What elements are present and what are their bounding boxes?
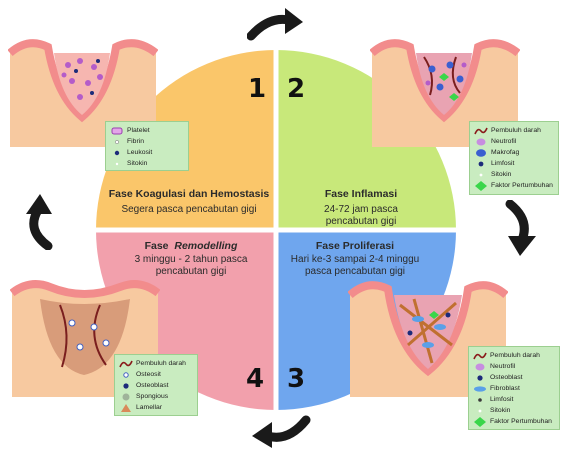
legend-label: Fibroblast	[490, 385, 520, 392]
legend-label: Leukosit	[127, 149, 152, 156]
legend-label: Sitokin	[127, 160, 147, 167]
legend-item: Pembuluh darah	[119, 358, 193, 369]
arrow-top-right-icon	[247, 6, 307, 46]
phase-1-number: 1	[248, 74, 266, 104]
legend-item: Pembuluh darah	[474, 125, 554, 136]
macrophage-icon	[474, 148, 488, 158]
legend-item: Sitokin	[473, 405, 555, 416]
phase-3-number: 3	[287, 364, 305, 394]
legend-label: Limfosit	[490, 396, 513, 403]
legend-label: Spongious	[136, 393, 168, 400]
legend-label: Osteosit	[136, 371, 161, 378]
arrow-left-up-icon	[22, 190, 62, 250]
phase-4-subtitle: 3 minggu - 2 tahun pasca pencabutan gigi	[126, 254, 256, 277]
cytokine-icon	[473, 406, 487, 416]
legend-label: Makrofag	[491, 149, 519, 156]
platelet-icon	[110, 126, 124, 136]
legend-label: Faktor Pertumbuhan	[491, 182, 553, 189]
spongious-icon	[119, 392, 133, 402]
legend-label: Platelet	[127, 127, 150, 134]
phase-4-title-italic: Remodelling	[174, 240, 237, 252]
arrow-bottom-left-icon	[248, 412, 312, 452]
legend-item: Osteosit	[119, 369, 193, 380]
legend-item: Sitokin	[474, 169, 554, 180]
legend-phase-2: Pembuluh darah Neutrofil Makrofag Limfos…	[469, 121, 559, 195]
lymphocyte-icon	[474, 159, 488, 169]
legend-item: Osteoblast	[119, 380, 193, 391]
legend-item: Faktor Pertumbuhan	[474, 180, 554, 191]
osteoblast-icon	[473, 373, 487, 383]
legend-item: Sitokin	[110, 158, 184, 169]
phase-4-title-prefix: Fase	[145, 240, 169, 252]
phase-4-text: Fase Remodelling 3 minggu - 2 tahun pasc…	[112, 240, 270, 277]
phase-1-text: Fase Koagulasi dan Hemostasis Segera pas…	[104, 188, 274, 216]
osteoblast-icon	[119, 381, 133, 391]
fibrin-icon	[110, 137, 124, 147]
legend-label: Pembuluh darah	[491, 127, 541, 134]
cytokine-icon	[474, 170, 488, 180]
phase-2-title: Fase Inflamasi	[286, 188, 436, 200]
lymphocyte-icon	[473, 395, 487, 405]
phase-1-title: Fase Koagulasi dan Hemostasis	[104, 188, 274, 200]
legend-item: Platelet	[110, 125, 184, 136]
phase-1-subtitle: Segera pasca pencabutan gigi	[104, 204, 274, 216]
growth-factor-icon	[474, 181, 488, 191]
legend-item: Neutrofil	[474, 136, 554, 147]
blood-vessel-icon	[119, 359, 133, 369]
neutrophil-icon	[474, 137, 488, 147]
legend-item: Pembuluh darah	[473, 350, 555, 361]
legend-item: Limfosit	[474, 158, 554, 169]
legend-label: Osteoblast	[490, 374, 523, 381]
neutrophil-icon	[473, 362, 487, 372]
legend-label: Limfosit	[491, 160, 514, 167]
legend-item: Fibroblast	[473, 383, 555, 394]
phase-2-subtitle: 24-72 jam pasca pencabutan gigi	[306, 204, 416, 227]
osteocyte-icon	[119, 370, 133, 380]
lamellar-icon	[119, 403, 133, 413]
legend-label: Osteoblast	[136, 382, 169, 389]
cytokine-icon	[110, 159, 124, 169]
phase-3-subtitle: Hari ke-3 sampai 2-4 minggu pasca pencab…	[280, 254, 430, 277]
legend-item: Limfosit	[473, 394, 555, 405]
phase-3-title: Fase Proliferasi	[280, 240, 430, 252]
legend-phase-4: Pembuluh darah Osteosit Osteoblast Spong…	[114, 354, 198, 416]
arrow-right-down-icon	[500, 200, 540, 260]
phase-4-number: 4	[246, 364, 264, 394]
legend-label: Lamellar	[136, 404, 162, 411]
phase-2-text: Fase Inflamasi 24-72 jam pasca pencabuta…	[286, 188, 436, 227]
legend-item: Faktor Pertumbuhan	[473, 416, 555, 427]
legend-phase-1: Platelet Fibrin Leukosit Sitokin	[105, 121, 189, 171]
fibroblast-icon	[473, 384, 487, 394]
phase-2-number: 2	[287, 74, 305, 104]
legend-label: Faktor Pertumbuhan	[490, 418, 552, 425]
legend-label: Sitokin	[491, 171, 511, 178]
legend-item: Fibrin	[110, 136, 184, 147]
growth-factor-icon	[473, 417, 487, 427]
legend-label: Neutrofil	[491, 138, 516, 145]
legend-item: Lamellar	[119, 402, 193, 413]
legend-item: Osteoblast	[473, 372, 555, 383]
leukocyte-icon	[110, 148, 124, 158]
phase-4-title: Fase Remodelling	[112, 240, 270, 252]
legend-label: Neutrofil	[490, 363, 515, 370]
legend-item: Neutrofil	[473, 361, 555, 372]
legend-label: Pembuluh darah	[136, 360, 186, 367]
phase-3-text: Fase Proliferasi Hari ke-3 sampai 2-4 mi…	[280, 240, 430, 277]
legend-label: Fibrin	[127, 138, 144, 145]
legend-item: Leukosit	[110, 147, 184, 158]
legend-item: Makrofag	[474, 147, 554, 158]
legend-phase-3: Pembuluh darah Neutrofil Osteoblast Fibr…	[468, 346, 560, 430]
blood-vessel-icon	[474, 126, 488, 136]
legend-label: Pembuluh darah	[490, 352, 540, 359]
blood-vessel-icon	[473, 351, 487, 361]
legend-label: Sitokin	[490, 407, 510, 414]
legend-item: Spongious	[119, 391, 193, 402]
